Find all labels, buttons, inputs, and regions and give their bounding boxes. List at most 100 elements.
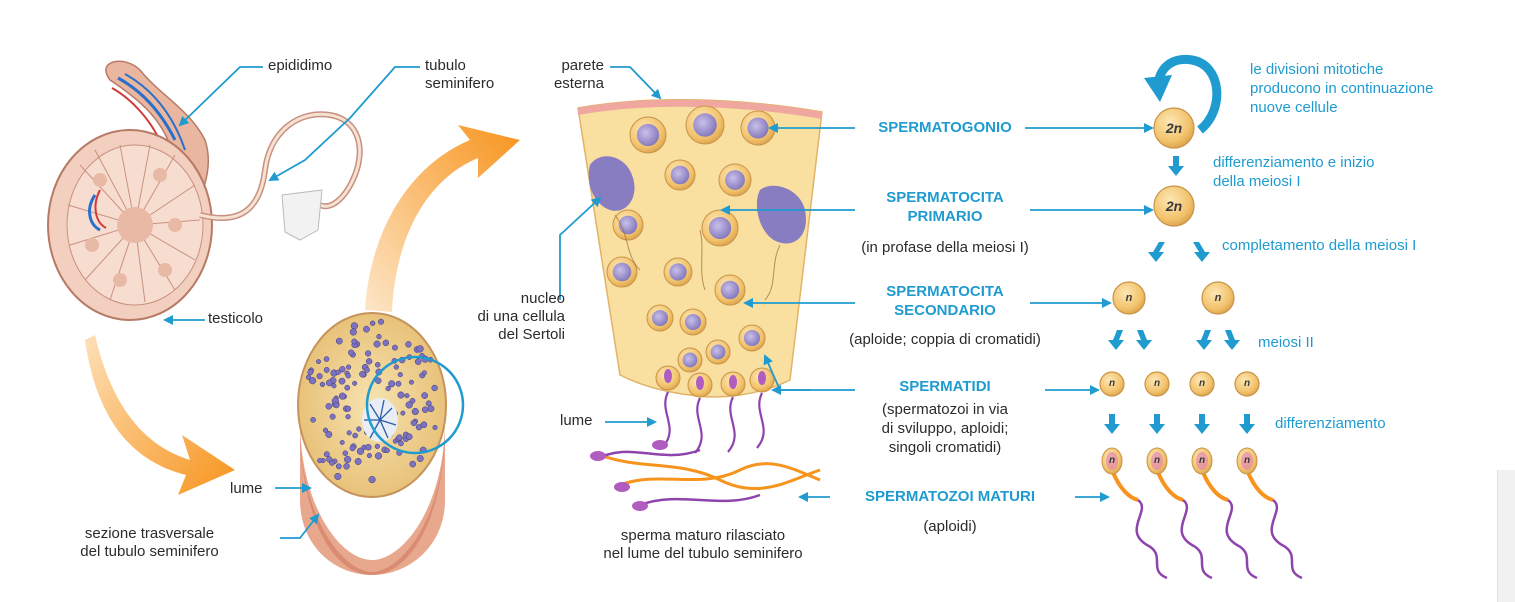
xsection-cell (375, 362, 380, 367)
xsection-cell (317, 373, 323, 379)
xsection-cell (422, 371, 427, 376)
xsection-cell (365, 351, 371, 357)
xsection-cell (356, 427, 361, 432)
label-nucleo-sertoli: nucleo di una cellula del Sertoli (440, 290, 565, 344)
label-nucleo-line3: del Sertoli (440, 326, 565, 344)
ploidy-spermatide-1: n (1102, 378, 1122, 390)
xsection-cell (398, 392, 404, 398)
leader-parete (610, 67, 660, 98)
xsection-cell (352, 381, 357, 386)
xsection-cell (415, 359, 421, 365)
xsection-cell (383, 340, 389, 346)
page-edge-panel (1497, 470, 1515, 602)
released-sperm (590, 440, 820, 511)
label-sezione-line1: sezione trasversale (52, 525, 247, 543)
sperm-midpiece (1157, 470, 1183, 500)
xsection-cell (365, 367, 370, 372)
label-sezione-line2: del tubulo seminifero (52, 543, 247, 561)
xsection-cell (386, 386, 391, 391)
note-spermatidi-line3: singoli cromatidi) (845, 438, 1045, 457)
note-spermatocita-secondario: (aploide; coppia di cromatidi) (815, 330, 1075, 349)
xsection-cell (355, 458, 361, 464)
label-parete-line1: parete (540, 57, 604, 75)
spermatid-tail (663, 392, 670, 447)
xsection-cell (329, 460, 334, 465)
xsection-cell (352, 339, 357, 344)
note-spermatidi: (spermatozoi in via di sviluppo, aploidi… (845, 400, 1045, 457)
wedge-cell-nucleus (637, 124, 659, 146)
xsection-cell (308, 370, 313, 375)
xsection-cell (417, 345, 424, 352)
spermatid-tail (728, 397, 735, 452)
xsection-cell (311, 417, 316, 422)
process-mitosi: le divisioni mitotiche producono in cont… (1250, 60, 1433, 117)
xsection-cell (317, 458, 322, 463)
process-diff-meiosi-line1: differenziamento e inizio (1213, 153, 1374, 172)
wedge-cell-nucleus (685, 314, 701, 330)
xsection-cell (326, 431, 332, 437)
xsection-cell (346, 365, 351, 370)
xsection-cell (422, 407, 428, 413)
spermatid-head (758, 371, 766, 385)
arrow-differenziamento (1239, 414, 1255, 434)
xsection-cell (359, 371, 365, 377)
label-sperma-line2: nel lume del tubulo seminifero (568, 545, 838, 563)
label-sezione-trasversale: sezione trasversale del tubulo seminifer… (52, 525, 247, 561)
xsection-cell (336, 370, 341, 375)
label-testicolo: testicolo (208, 310, 263, 328)
note-spermatocita-primario: (in profase della meiosi I) (830, 238, 1060, 257)
xsection-cell (392, 345, 397, 350)
label-sperma-maturo: sperma maturo rilasciato nel lume del tu… (568, 527, 838, 563)
xsection-cell (375, 453, 382, 460)
stage-spermatocita-primario: SPERMATOCITA PRIMARIO (860, 188, 1030, 226)
xsection-cell (343, 451, 348, 456)
stage-spermatogonio: SPERMATOGONIO (860, 118, 1030, 137)
wedge-cell-nucleus (711, 345, 726, 360)
wedge-cell-nucleus (683, 353, 698, 368)
xsection-cell (330, 414, 336, 420)
xsection-cell (351, 323, 358, 330)
xsection-cell (350, 329, 357, 336)
wedge-cell-nucleus (669, 263, 686, 280)
xsection-cell (388, 380, 395, 387)
arrow-differenziamento (1104, 414, 1120, 434)
xsection-cell (426, 401, 431, 406)
arrow-differenziamento (1149, 414, 1165, 434)
xsection-cell (326, 403, 332, 409)
xsection-cell (344, 463, 350, 469)
xsection-cell (324, 367, 329, 372)
process-mitosi-line2: producono in continuazione (1250, 79, 1433, 98)
xsection-cell (332, 384, 336, 388)
xsection-cell (385, 448, 390, 453)
xsection-cell (411, 420, 417, 426)
ploidy-secondario-2: n (1206, 292, 1230, 304)
wedge-cell-nucleus (671, 166, 690, 185)
xsection-cell (339, 378, 345, 384)
wedge-cell-nucleus (693, 113, 717, 137)
note-spermatidi-line1: (spermatozoi in via (845, 400, 1045, 419)
xsection-cell (396, 381, 401, 386)
stage-spermatozoi-maturi: SPERMATOZOI MATURI (835, 487, 1065, 506)
process-differenziamento: differenziamento (1275, 414, 1386, 433)
wedge-cell-nucleus (744, 330, 760, 346)
stage-primario-line2: PRIMARIO (860, 207, 1030, 226)
label-tubulo-line1: tubulo (425, 57, 494, 75)
sperm-tail (1182, 500, 1212, 578)
xsection-cell (345, 385, 350, 390)
xsection-cell (401, 411, 405, 415)
label-epididimo: epididimo (268, 57, 332, 75)
xsection-cell (433, 425, 438, 430)
process-meiosi2: meiosi II (1258, 333, 1314, 352)
xsection-cell (346, 373, 351, 378)
label-sperma-line1: sperma maturo rilasciato (568, 527, 838, 545)
xsection-cell (320, 382, 325, 387)
wedge-cell-nucleus (613, 263, 632, 282)
xsection-cell (406, 401, 413, 408)
xsection-cell (357, 448, 364, 455)
sperm-tail (1272, 500, 1302, 578)
sperm-tail (1227, 500, 1257, 578)
xsection-cell (409, 380, 413, 384)
wedge-cell-nucleus (652, 310, 668, 326)
xsection-cell (339, 393, 346, 400)
